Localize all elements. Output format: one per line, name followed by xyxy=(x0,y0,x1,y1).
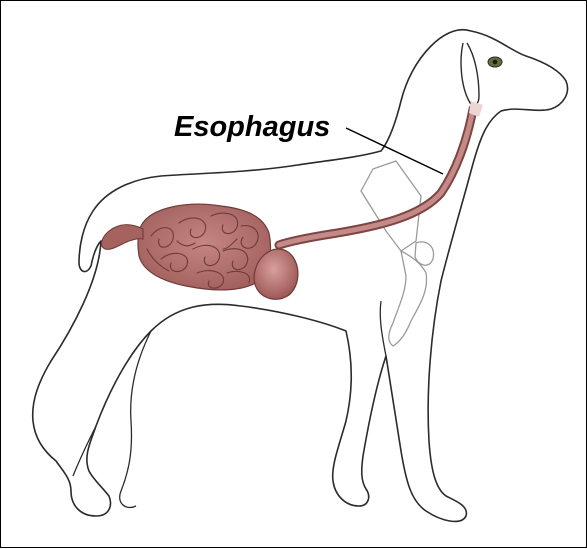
ear-outline xyxy=(461,43,479,105)
colon xyxy=(102,225,143,250)
esophagus-label: Esophagus xyxy=(174,111,330,143)
front-leg-inner-line xyxy=(380,301,386,356)
humerus-outline xyxy=(389,251,427,346)
elbow-outline xyxy=(415,242,434,265)
intestines xyxy=(138,204,271,290)
hind-leg-second-line xyxy=(120,331,151,508)
esophagus-leader-line xyxy=(346,128,443,174)
dog-outline xyxy=(33,30,568,522)
hind-leg-inner-line xyxy=(73,426,96,476)
eye-pupil xyxy=(493,60,498,65)
scapula-outline xyxy=(361,161,421,251)
